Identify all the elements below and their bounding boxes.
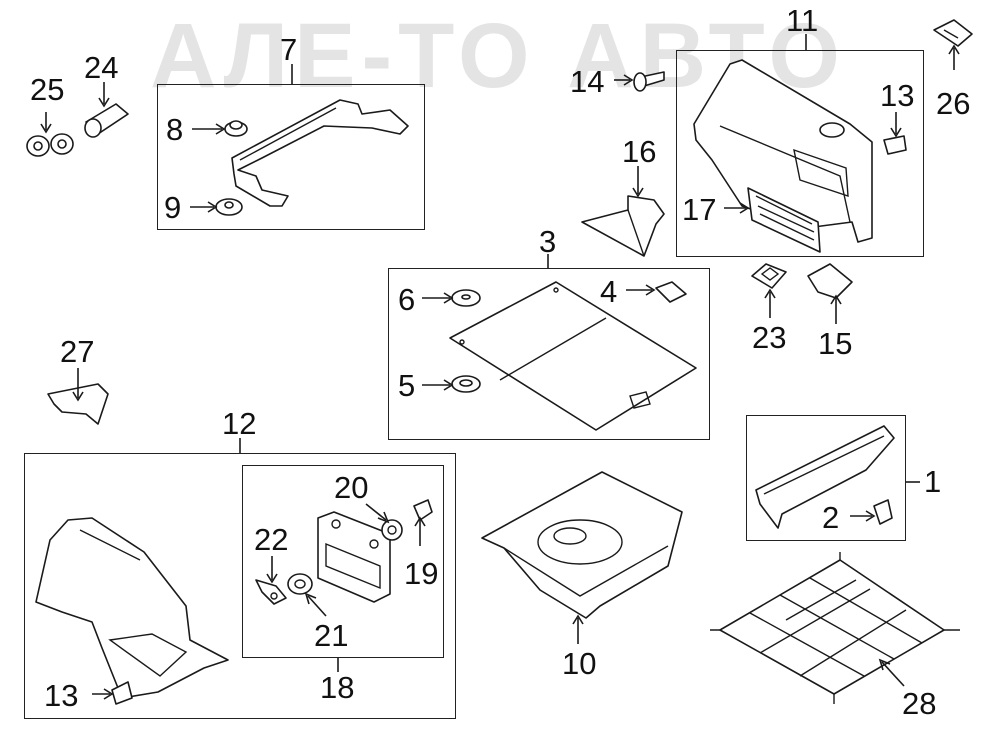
part-13-clip-top <box>883 135 907 155</box>
callout-13-top: 13 <box>880 78 915 113</box>
callout-16: 16 <box>622 134 657 169</box>
callout-15: 15 <box>818 326 853 361</box>
part-28-cargo-net <box>710 552 960 704</box>
part-6-washer <box>451 289 481 307</box>
part-5-grommet <box>451 375 481 393</box>
part-26-clip <box>933 19 973 47</box>
group-frame-7 <box>157 84 425 230</box>
callout-8: 8 <box>166 112 184 147</box>
part-20-bushing <box>381 519 403 541</box>
callout-2: 2 <box>822 500 840 535</box>
part-9-washer <box>215 198 243 216</box>
part-13-clip-bottom <box>111 681 133 705</box>
callout-17: 17 <box>682 192 717 227</box>
callout-7: 7 <box>280 32 298 67</box>
callout-18: 18 <box>320 670 355 705</box>
part-25-nuts <box>26 133 74 157</box>
part-22-knob <box>255 579 287 605</box>
callout-14: 14 <box>570 64 605 99</box>
callout-11: 11 <box>786 3 819 38</box>
part-7-bracket <box>231 99 409 207</box>
part-19-clip <box>413 499 433 521</box>
part-1-scuff-plate <box>755 425 895 529</box>
callout-5: 5 <box>398 368 416 403</box>
part-2-clip <box>873 499 893 525</box>
part-11-side-trim <box>693 59 873 243</box>
callout-10: 10 <box>562 646 597 681</box>
part-4-clip <box>655 281 687 303</box>
part-15-clip <box>807 263 853 299</box>
part-10-tire-well <box>481 471 683 619</box>
part-17-net-pocket <box>747 187 821 253</box>
group-frame-1 <box>746 415 906 541</box>
group-frame-12 <box>24 453 456 719</box>
callout-22: 22 <box>254 522 289 557</box>
callout-12: 12 <box>222 406 257 441</box>
callout-20: 20 <box>334 470 369 505</box>
part-8-nut <box>224 120 248 137</box>
callout-26: 26 <box>936 86 971 121</box>
callout-27: 27 <box>60 334 95 369</box>
part-14-clip <box>633 71 665 92</box>
part-21-washer <box>287 573 313 595</box>
callout-6: 6 <box>398 282 416 317</box>
group-frame-18 <box>242 465 444 658</box>
callout-1: 1 <box>924 464 942 499</box>
part-18-housing <box>317 511 391 603</box>
part-3-floor-board <box>449 281 697 431</box>
leader-lines <box>40 34 960 700</box>
group-frame-3 <box>388 268 710 440</box>
part-24-pin <box>84 103 129 138</box>
callout-23: 23 <box>752 320 787 355</box>
part-16-panel <box>581 195 665 257</box>
callout-25: 25 <box>30 72 65 107</box>
callout-13-bottom: 13 <box>44 678 79 713</box>
callout-19: 19 <box>404 556 439 591</box>
callout-21: 21 <box>314 618 349 653</box>
callout-4: 4 <box>600 274 618 309</box>
part-12-side-trim <box>35 517 229 699</box>
callout-28: 28 <box>902 686 937 721</box>
callout-24: 24 <box>84 50 119 85</box>
part-27-bracket <box>47 383 109 425</box>
callout-9: 9 <box>164 190 182 225</box>
group-frame-11 <box>676 50 924 257</box>
callout-3: 3 <box>539 224 557 259</box>
part-23-clip <box>751 263 787 289</box>
